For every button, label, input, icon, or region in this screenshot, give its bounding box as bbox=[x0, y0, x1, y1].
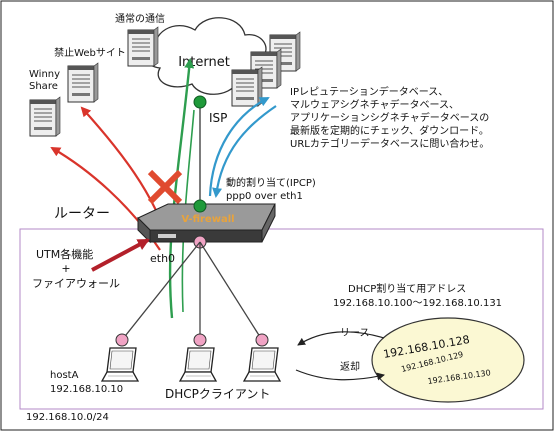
isp-label: ISP bbox=[209, 111, 227, 125]
db-line-1: IPレピュテーションデータベース、 bbox=[290, 85, 448, 98]
hosta-node bbox=[115, 333, 129, 347]
server-icon-winny bbox=[29, 96, 61, 137]
internet-label: Internet bbox=[178, 55, 230, 70]
dhcp-clients-label: DHCPクライアント bbox=[165, 387, 270, 401]
normal-traffic-label: 通常の通信 bbox=[115, 12, 165, 25]
db-download-arrow bbox=[212, 105, 277, 198]
wan-node bbox=[193, 199, 207, 213]
block-x-icon bbox=[147, 169, 183, 205]
client-3-node bbox=[255, 333, 269, 347]
return-label: 返却 bbox=[340, 361, 360, 373]
winny-label: Winny bbox=[29, 69, 60, 80]
lease-label: リース bbox=[340, 328, 370, 339]
host-name: hostA bbox=[50, 370, 79, 381]
ppp-label: ppp0 over eth1 bbox=[226, 191, 303, 202]
db-line-3: アプリケーションシグネチャデータベースの bbox=[290, 111, 489, 124]
return-arrow bbox=[295, 369, 385, 381]
db-line-4: 最新版を定期的にチェック、ダウンロード。 bbox=[290, 124, 489, 137]
host-ip: 192.168.10.10 bbox=[50, 384, 123, 395]
firewall-label: ファイアウォール bbox=[32, 277, 120, 290]
router-device bbox=[137, 203, 276, 244]
db-line-2: マルウェアシグネチャデータベース、 bbox=[290, 98, 459, 111]
dhcp-range-title: DHCP割り当て用アドレス bbox=[348, 282, 466, 295]
link-client-3 bbox=[199, 241, 263, 341]
server-icon-prohibited bbox=[67, 62, 99, 103]
lan-area bbox=[19, 228, 544, 410]
router-brand: V-firewall bbox=[181, 214, 234, 225]
client-2-node bbox=[193, 333, 207, 347]
utm-label: UTM各機能 bbox=[36, 247, 93, 261]
utm-arrow bbox=[91, 238, 150, 272]
dynamic-assign-label: 動的割り当て(IPCP) bbox=[226, 176, 316, 189]
router-label: ルーター bbox=[54, 206, 110, 222]
dhcp-range: 192.168.10.100〜192.168.10.131 bbox=[333, 298, 502, 309]
eth0-label: eth0 bbox=[150, 252, 175, 265]
db-check-arrow bbox=[208, 97, 270, 197]
server-icon-db-3 bbox=[231, 66, 263, 107]
server-icon-normal bbox=[127, 26, 159, 67]
prohibited-site-label: 禁止Webサイト bbox=[54, 47, 126, 59]
db-line-5: URLカテゴリーデータベースに問い合わせ。 bbox=[290, 137, 489, 150]
plus-label: + bbox=[61, 262, 70, 275]
link-hosta bbox=[121, 241, 201, 341]
lease-arrow bbox=[297, 331, 385, 346]
isp-node bbox=[193, 95, 207, 109]
share-label: Share bbox=[29, 81, 58, 92]
dhcp-pool-ellipse bbox=[371, 317, 525, 403]
network-label: 192.168.10.0/24 bbox=[26, 412, 109, 423]
